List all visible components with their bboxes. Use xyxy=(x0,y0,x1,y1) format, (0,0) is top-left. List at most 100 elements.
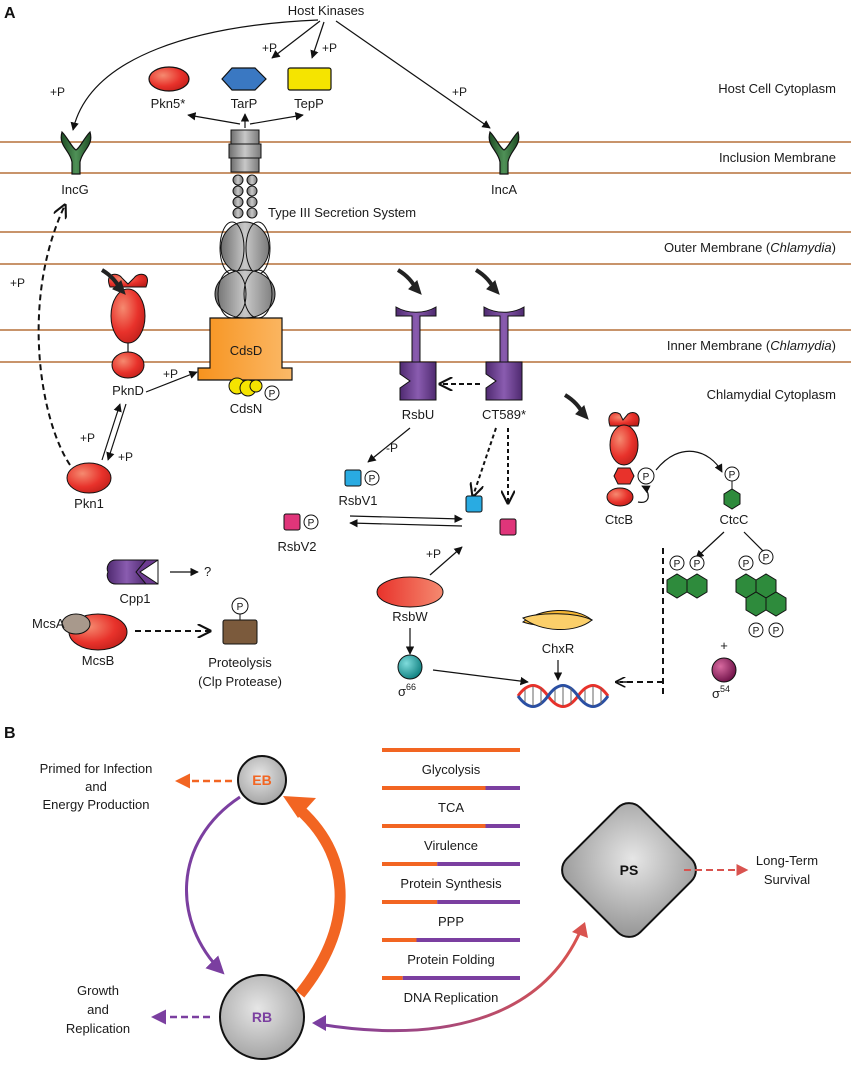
plus-sign: + xyxy=(720,638,728,653)
pathway-item: Protein Synthesis xyxy=(382,862,520,891)
minus-p-label: -P xyxy=(386,441,398,455)
cdsd-icon xyxy=(197,317,293,381)
eb-output-line3: Energy Production xyxy=(43,797,150,812)
cdsn-phospho-icon xyxy=(264,385,280,401)
inner-membrane-label: Inner Membrane (Chlamydia) xyxy=(667,338,836,353)
pknd-label: PknD xyxy=(112,383,144,398)
rb-label: RB xyxy=(252,1009,272,1025)
plus-p-tarp: +P xyxy=(262,41,277,55)
pkn1-pknd-arrows xyxy=(101,403,127,461)
secretion-arrows xyxy=(187,112,304,128)
rsbv1-icon xyxy=(465,495,483,513)
plus-p-incg: +P xyxy=(50,85,65,99)
svg-text:P: P xyxy=(743,559,750,570)
mcsa-icon xyxy=(61,613,91,635)
pknd-to-cdsd-arrow xyxy=(145,370,198,393)
ct589-label: CT589* xyxy=(482,407,526,422)
clp-protease-label: (Clp Protease) xyxy=(198,674,282,689)
chxr-label: ChxR xyxy=(542,641,575,656)
plus-p-incg-pkn1: +P xyxy=(10,276,25,290)
rb-to-eb-arrowhead xyxy=(283,796,316,818)
pathway-label: TCA xyxy=(438,800,464,815)
ctcc-to-dna-dashed xyxy=(620,548,664,694)
svg-text:P: P xyxy=(674,559,681,570)
proteolysis-label: Proteolysis xyxy=(208,655,272,670)
equilibrium-arrows xyxy=(349,514,463,528)
eb-to-rb-arrow xyxy=(185,795,241,975)
plus-p-rsbv: +P xyxy=(426,547,441,561)
rb-output-line3: Replication xyxy=(66,1021,130,1036)
rsbu-to-rsbv1-arrow xyxy=(367,427,411,463)
incg-icon xyxy=(60,130,92,175)
eb-label: EB xyxy=(252,772,271,788)
tepp-icon xyxy=(287,67,332,91)
inca-label: IncA xyxy=(491,182,517,197)
pathway-label: Glycolysis xyxy=(422,762,481,777)
svg-text:P: P xyxy=(729,470,736,481)
svg-text:P: P xyxy=(643,472,650,483)
pathway-label: PPP xyxy=(438,914,464,929)
chlamydial-cytoplasm-label: Chlamydial Cytoplasm xyxy=(707,387,836,402)
svg-text:P: P xyxy=(773,626,780,637)
rsbv1-label: RsbV1 xyxy=(338,493,377,508)
svg-text:P: P xyxy=(269,389,276,400)
svg-text:P: P xyxy=(753,626,760,637)
svg-text:P: P xyxy=(308,518,315,529)
ct589-domain-icon xyxy=(485,361,523,401)
sigma66-icon xyxy=(397,654,423,680)
panel-a-label: A xyxy=(4,5,16,22)
sigma66-to-dna-arrow xyxy=(432,669,529,686)
mcsa-label: McsA xyxy=(32,616,65,631)
pathway-item: DNA Replication xyxy=(382,976,520,1005)
ps-output-line2: Survival xyxy=(764,872,810,887)
chxr-icon xyxy=(521,609,594,631)
ct589-sensor-icon xyxy=(483,306,525,363)
inclusion-membrane-label: Inclusion Membrane xyxy=(719,150,836,165)
svg-text:P: P xyxy=(237,602,244,613)
pknd-domain-icon xyxy=(110,288,146,344)
ctcc-label: CtcC xyxy=(720,512,749,527)
pkn1-to-incg-arrow xyxy=(37,205,71,466)
pkn5-icon xyxy=(148,66,190,92)
plus-p-pkn1: +P xyxy=(118,450,133,464)
rsbu-domain-icon xyxy=(399,361,437,401)
rsbw-icon xyxy=(376,576,444,608)
rb-ps-arrow xyxy=(317,931,582,1033)
rsbv2-phospho-icon xyxy=(283,513,301,531)
pathway-label: Protein Folding xyxy=(407,952,494,967)
mcsb-label: McsB xyxy=(82,653,115,668)
t3ss-label: Type III Secretion System xyxy=(268,205,416,220)
host-cell-cytoplasm-label: Host Cell Cytoplasm xyxy=(718,81,836,96)
plus-p-cdsd: +P xyxy=(163,367,178,381)
eb-circle-icon xyxy=(237,755,287,805)
eb-output-line1: Primed for Infection xyxy=(40,761,153,776)
cpp1-label: Cpp1 xyxy=(119,591,150,606)
host-kinase-arrows xyxy=(70,19,491,131)
ctcb-autophospho-arrow xyxy=(637,485,651,503)
rsbv1-phospho-icon xyxy=(344,469,362,487)
ctcc-dimer-icon xyxy=(666,555,708,599)
ctcb-to-ctcc-arrow xyxy=(655,450,723,473)
sigma54-icon xyxy=(711,657,737,683)
t3ss-icon xyxy=(214,129,276,319)
ctcc-tetramer-icon xyxy=(735,549,787,638)
host-kinases-label: Host Kinases xyxy=(288,3,365,18)
cpp1-question: ? xyxy=(204,564,211,579)
pathway-item: Glycolysis xyxy=(382,748,520,777)
plus-p-tepp: +P xyxy=(322,41,337,55)
plus-p-inca: +P xyxy=(452,85,467,99)
ps-diamond-icon xyxy=(561,802,697,938)
rsbu-sensor-icon xyxy=(395,306,437,363)
sigma66-label: σ66 xyxy=(398,682,416,699)
pathway-item: Protein Folding xyxy=(382,938,520,967)
pkn1-label: Pkn1 xyxy=(74,496,104,511)
ps-label: PS xyxy=(620,862,639,878)
rsbw-label: RsbW xyxy=(392,609,428,624)
signal-arrows xyxy=(100,268,589,420)
tarp-icon xyxy=(221,67,267,91)
rsbv2-label: RsbV2 xyxy=(277,539,316,554)
pathway-label: DNA Replication xyxy=(404,990,499,1005)
rb-output-line1: Growth xyxy=(77,983,119,998)
ctcb-hk-icon xyxy=(613,467,635,485)
